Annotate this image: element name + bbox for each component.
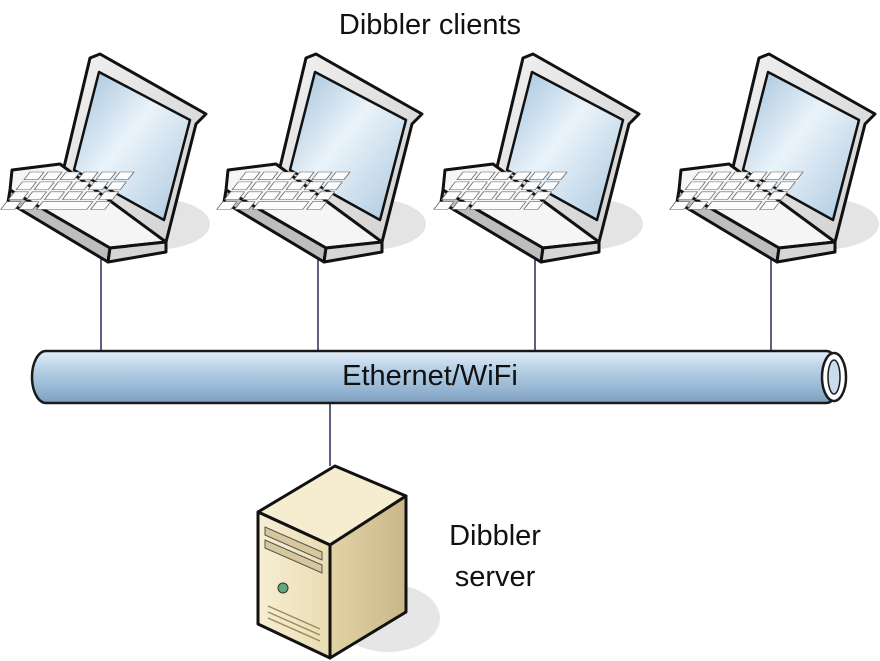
server-label-line2: server bbox=[454, 561, 536, 593]
network-bus bbox=[30, 349, 848, 405]
clients-label: Dibbler clients bbox=[338, 9, 522, 41]
laptop-icon bbox=[0, 52, 212, 264]
tower-server-icon bbox=[256, 464, 440, 660]
server-label: Dibbler server bbox=[420, 516, 570, 598]
connector-lines bbox=[100, 246, 772, 466]
laptop-icon bbox=[432, 52, 645, 264]
laptop-icon bbox=[668, 52, 880, 264]
laptop-icon bbox=[215, 52, 428, 264]
network-label: Ethernet/WiFi bbox=[342, 360, 518, 392]
server-label-line1: Dibbler bbox=[449, 520, 541, 552]
